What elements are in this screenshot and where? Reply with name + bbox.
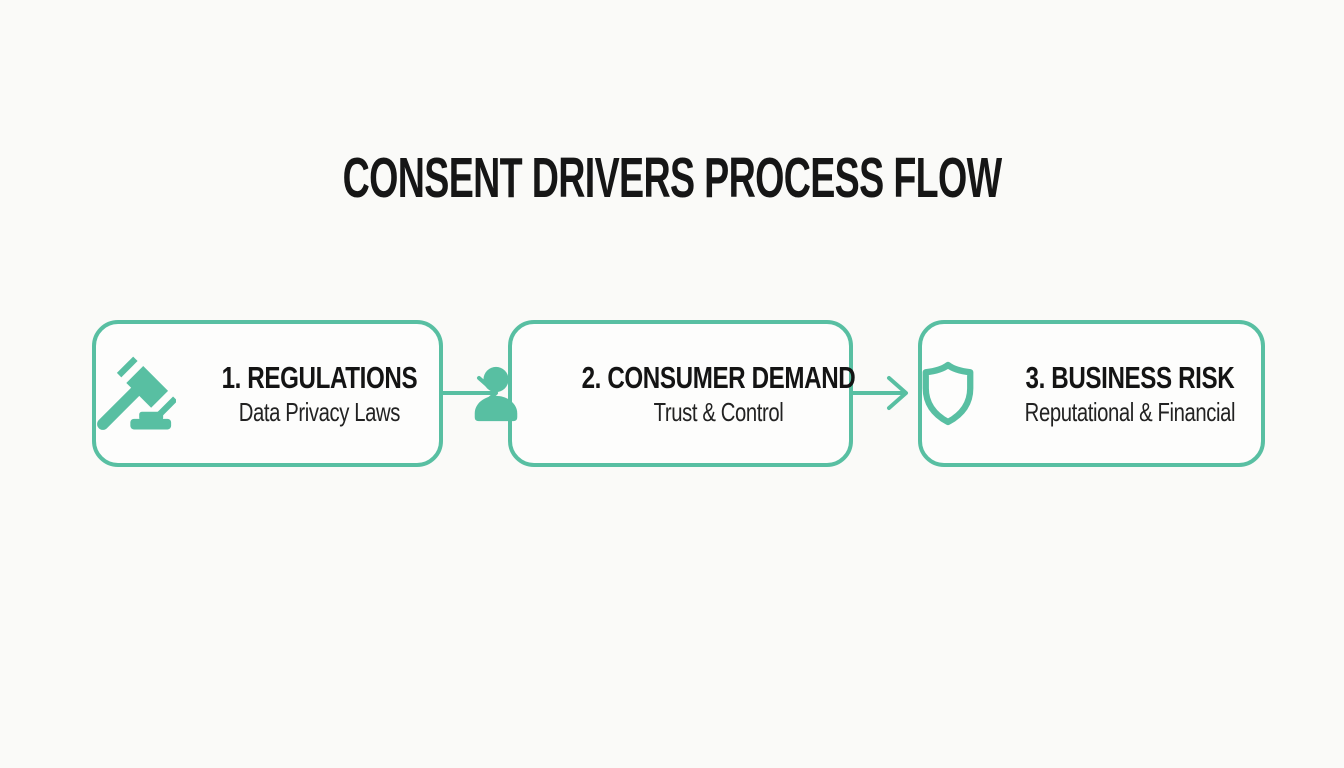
page-title: CONSENT DRIVERS PROCESS FLOW xyxy=(0,150,1344,207)
step-text: 2. CONSUMER DEMAND Trust & Control xyxy=(582,359,856,429)
step-heading: 3. BUSINESS RISK xyxy=(1025,359,1234,395)
step-box-business-risk: 3. BUSINESS RISK Reputational & Financia… xyxy=(918,320,1265,467)
arrow-right-icon xyxy=(853,376,908,410)
step-heading: 2. CONSUMER DEMAND xyxy=(581,359,856,395)
step-heading: 1. REGULATIONS xyxy=(221,359,418,395)
gavel-icon xyxy=(90,355,177,433)
step-subheading: Trust & Control xyxy=(653,396,784,427)
step-box-consumer-demand: 2. CONSUMER DEMAND Trust & Control xyxy=(474,320,856,467)
step-text: 1. REGULATIONS Data Privacy Laws xyxy=(222,359,418,429)
step-subheading: Reputational & Financial xyxy=(1024,396,1235,427)
step-box-regulations: 1. REGULATIONS Data Privacy Laws xyxy=(92,320,443,467)
step-subheading: Data Privacy Laws xyxy=(238,396,401,427)
page-title-text: CONSENT DRIVERS PROCESS FLOW xyxy=(342,146,1002,210)
step-text: 3. BUSINESS RISK Reputational & Financia… xyxy=(1024,359,1235,429)
person-icon xyxy=(467,365,525,423)
shield-icon xyxy=(919,361,977,427)
